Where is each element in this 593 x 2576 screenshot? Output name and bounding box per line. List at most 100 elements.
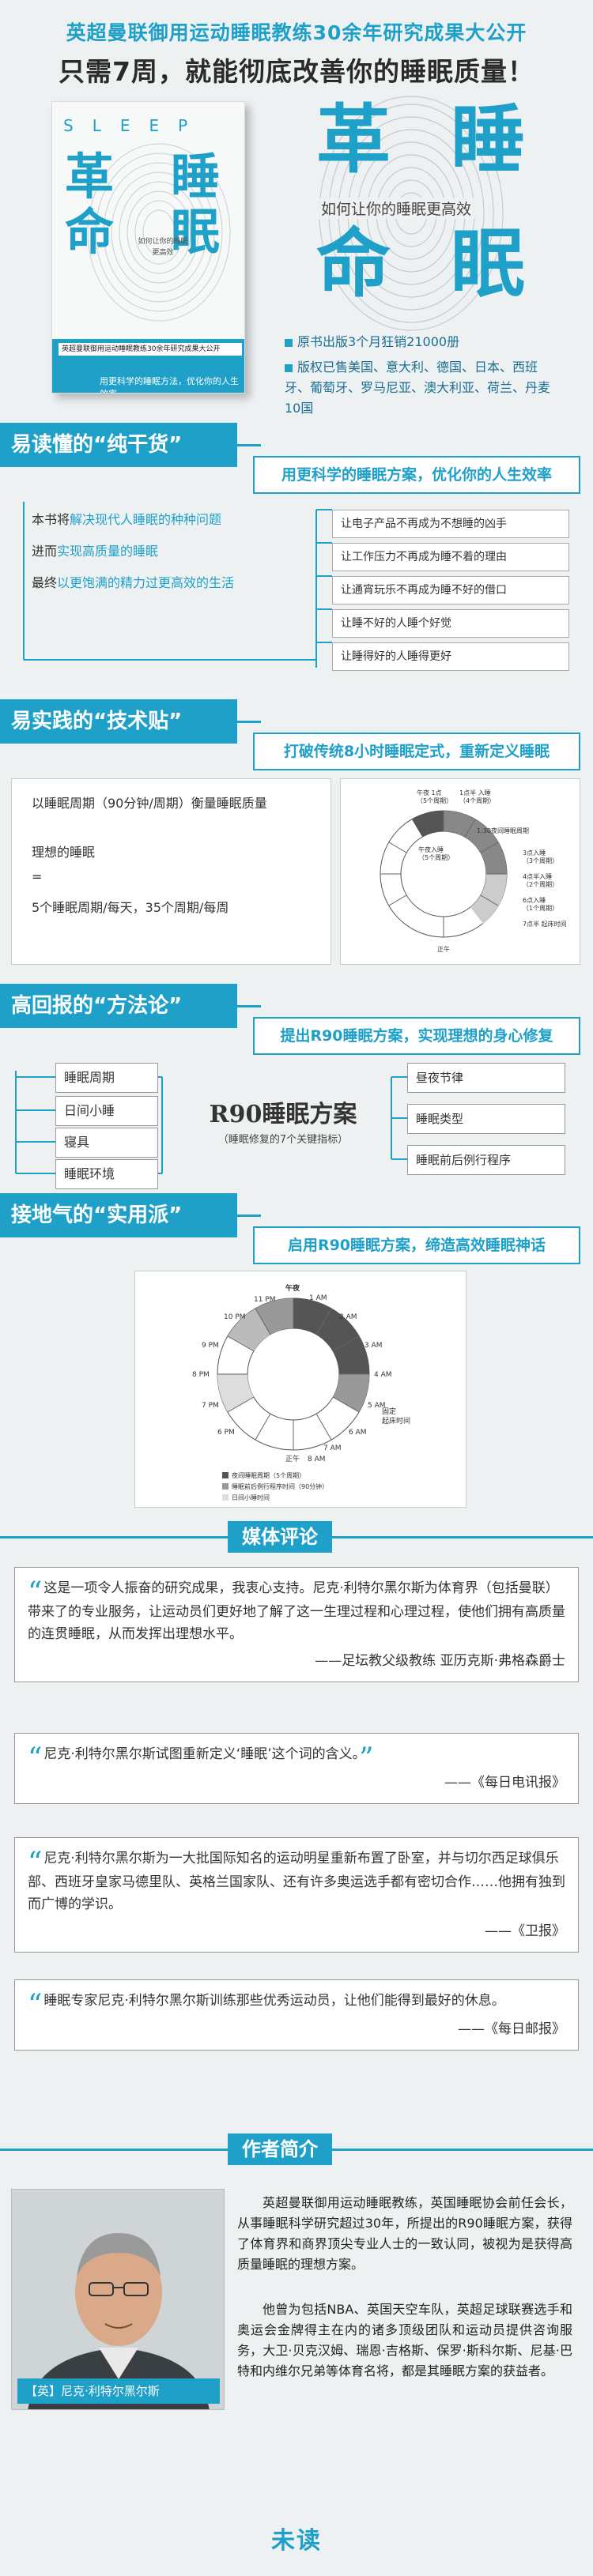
legend-item: 日间小睡时间	[232, 1493, 270, 1501]
method-pill: 睡眠类型	[407, 1104, 565, 1134]
r90-clock-box: 午夜 1 AM 2 AM 3 AM 4 AM 5 AM 6 AM 固定 起床时间…	[134, 1271, 466, 1508]
publisher-logo: 未读	[271, 2527, 322, 2555]
section-banner: 用更科学的睡眠方案，优化你的人生效率	[253, 456, 580, 494]
section-easy-read: 易读懂的“纯干货” 用更科学的睡眠方案，优化你的人生效率 本书将解决现代人睡眠的…	[0, 423, 593, 691]
hero-title-char: 睡	[451, 97, 526, 183]
clock-label: 11 PM	[254, 1296, 276, 1304]
section-author: 作者简介 【英】尼克·利特尔黑尔斯 英超曼联御用运动睡眠教练，英国睡眠协会前任会…	[0, 2133, 593, 2513]
clock-label: 3 AM	[364, 1342, 383, 1350]
clock-label: 8 AM	[308, 1456, 326, 1463]
review-source: ——足坛教父级教练 亚历克斯·弗格森爵士	[315, 1653, 565, 1669]
review-card: “睡眠专家尼克·利特尔黑尔斯训练那些优秀运动员，让他们能得到最好的休息。 ——《…	[14, 1979, 579, 2051]
quote-icon: “	[28, 1847, 43, 1879]
section-title: 接地气的“实用派”	[0, 1193, 237, 1237]
section2-text-box	[11, 778, 331, 965]
section3-connectors	[15, 1071, 407, 1174]
book-rings-graphic	[87, 143, 231, 322]
section-banner: 提出R90睡眠方案，实现理想的身心修复	[253, 1017, 580, 1055]
clock-label: 7 PM	[202, 1402, 219, 1410]
author-portrait	[12, 2190, 224, 2409]
r90-clock: 午夜 1 AM 2 AM 3 AM 4 AM 5 AM 6 AM 固定 起床时间…	[192, 1283, 410, 1501]
method-pill: 寝具	[55, 1128, 158, 1158]
clock-label: （3个周期）	[523, 857, 558, 864]
hero-subtitle: 如何让你的睡眠更高效	[316, 198, 477, 219]
clock-label: 午夜入睡	[418, 845, 444, 853]
clock-label: 午夜	[285, 1283, 300, 1293]
section-title: 易实践的“技术贴”	[0, 699, 237, 744]
review-source: ——《每日邮报》	[458, 2021, 565, 2037]
book-band-text: 英超曼联御用运动睡眠教练30余年研究成果大公开	[59, 343, 242, 356]
quote-icon: “	[28, 1576, 43, 1609]
quote-icon: “	[28, 1742, 43, 1775]
clock-label: 正午	[437, 945, 450, 953]
review-source: ——《每日电讯报》	[444, 1775, 565, 1791]
book-cover: SLEEP 革 命 睡 眠	[51, 101, 245, 394]
clock-label: 7 AM	[323, 1444, 342, 1452]
section-method: 高回报的“方法论” 提出R90睡眠方案，实现理想的身心修复 睡眠周期 日间小睡 …	[0, 984, 593, 1189]
section1-item: 让睡不好的人睡个好觉	[332, 609, 569, 638]
section2-text: =	[32, 869, 43, 884]
clock-label: 1:30夜间睡眠周期	[477, 827, 529, 834]
section1-left-line: 进而实现高质量的睡眠	[32, 544, 159, 559]
clock-label: 1点半 入睡	[459, 789, 491, 797]
section1-item: 让通宵玩乐不再成为睡不好的借口	[332, 576, 569, 604]
clock-label: 起床时间	[382, 1416, 410, 1425]
clock-label: 正午	[285, 1454, 300, 1463]
clock-label: 6点入睡	[523, 897, 546, 904]
clock-label: 1 AM	[309, 1294, 327, 1302]
r90-center: R90睡眠方案 （睡眠修复的7个关键指标）	[180, 1094, 386, 1146]
section-practical: 接地气的“实用派” 启用R90睡眠方案，缔造高效睡眠神话	[0, 1193, 593, 1509]
clock-label: 8 PM	[192, 1371, 210, 1379]
hero-tagline: 英超曼联御用运动睡眠教练30余年研究成果大公开	[66, 21, 527, 44]
method-pill: 昼夜节律	[407, 1063, 565, 1093]
review-source: ——《卫报》	[485, 1923, 565, 1939]
legend-item: 夜间睡眠周期（5个周期）	[232, 1471, 305, 1479]
hero-title-char: 革	[316, 97, 391, 183]
clock-label: 10 PM	[224, 1313, 246, 1321]
clock-label: 6 AM	[349, 1429, 367, 1437]
method-pill: 睡眠环境	[55, 1159, 158, 1189]
quote-icon: “	[28, 1989, 43, 2021]
section2-text: 以睡眠周期（90分钟/周期）衡量睡眠质量	[32, 796, 267, 811]
clock-label: （4个周期）	[459, 797, 495, 804]
clock-label: （1个周期）	[523, 905, 558, 912]
book-title-char: 睡 眠	[171, 148, 221, 261]
hero-fact: 原书出版3个月狂销21000册	[285, 332, 561, 352]
clock-label: 3点入睡	[523, 849, 546, 857]
r90-title: R90睡眠方案	[209, 1101, 357, 1128]
book-subtitle: 用更科学的睡眠方法，优化你的人生效率	[100, 376, 239, 393]
clock-label: 午夜 1点	[417, 789, 442, 797]
method-pill: 日间小睡	[55, 1096, 158, 1126]
section1-item: 让工作压力不再成为睡不着的理由	[332, 543, 569, 571]
method-pill: 睡眠前后例行程序	[407, 1145, 565, 1175]
clock-label: （5个周期）	[418, 854, 454, 861]
hero-headline: 只需7周，就能彻底改善你的睡眠质量！	[59, 56, 534, 87]
clock-label: 2 AM	[339, 1313, 357, 1321]
section-title: 高回报的“方法论”	[0, 984, 237, 1028]
section1-left-line: 最终以更饱满的精力过更高效的生活	[32, 575, 235, 590]
clock-label: 6 PM	[217, 1429, 235, 1437]
clock-label: （2个周期）	[523, 881, 558, 888]
review-card: “尼克·利特尔黑尔斯试图重新定义‘睡眠’这个词的含义。” ——《每日电讯报》	[14, 1733, 579, 1804]
method-pill: 睡眠周期	[55, 1063, 158, 1093]
section-title: 易读懂的“纯干货”	[0, 423, 237, 467]
clock-label: 9 PM	[202, 1342, 219, 1350]
section-banner: 打破传统8小时睡眠定式，重新定义睡眠	[253, 733, 580, 770]
legend-item: 睡眠前后例行程序时间（90分钟）	[232, 1482, 328, 1490]
hero-fact: 版权已售美国、意大利、德国、日本、西班牙、葡萄牙、罗马尼亚、澳大利亚、荷兰、丹麦…	[285, 360, 551, 416]
clock-label: 7点半 起床时间	[523, 920, 567, 928]
section-practice: 易实践的“技术贴” 打破传统8小时睡眠定式，重新定义睡眠 以睡眠周期（90分钟/…	[0, 699, 593, 968]
sleep-cycle-clock-box: 午夜 1点 1点半 入睡 （5个周期） （4个周期） 1:30夜间睡眠周期 3点…	[340, 778, 580, 965]
review-card: “这是一项令人振奋的研究成果，我衷心支持。尼克·利特尔黑尔斯为体育界（包括曼联）…	[14, 1567, 579, 1682]
section1-left-line: 本书将解决现代人睡眠的种种问题	[32, 512, 222, 527]
review-card: “尼克·利特尔黑尔斯为一大批国际知名的运动明星重新布置了卧室，并与切尔西足球俱乐…	[14, 1837, 579, 1953]
author-bio: 他曾为包括NBA、英国天空车队，英超足球联赛选手和奥运会金牌得主在内的诸多顶级团…	[237, 2302, 572, 2378]
hero-title-char: 眠	[451, 221, 526, 307]
sleep-cycle-clock: 午夜 1点 1点半 入睡 （5个周期） （4个周期） 1:30夜间睡眠周期 3点…	[380, 789, 567, 953]
section-reviews: 媒体评论 “这是一项令人振奋的研究成果，我衷心支持。尼克·利特尔黑尔斯为体育界（…	[0, 1521, 593, 2090]
section-banner: 启用R90睡眠方案，缔造高效睡眠神话	[253, 1226, 580, 1264]
book-small-text: 如何让你的睡眠更高效	[138, 238, 188, 257]
section1-item: 让睡得好的人睡得更好	[332, 642, 569, 671]
r90-subtitle: （睡眠修复的7个关键指标）	[217, 1134, 349, 1146]
